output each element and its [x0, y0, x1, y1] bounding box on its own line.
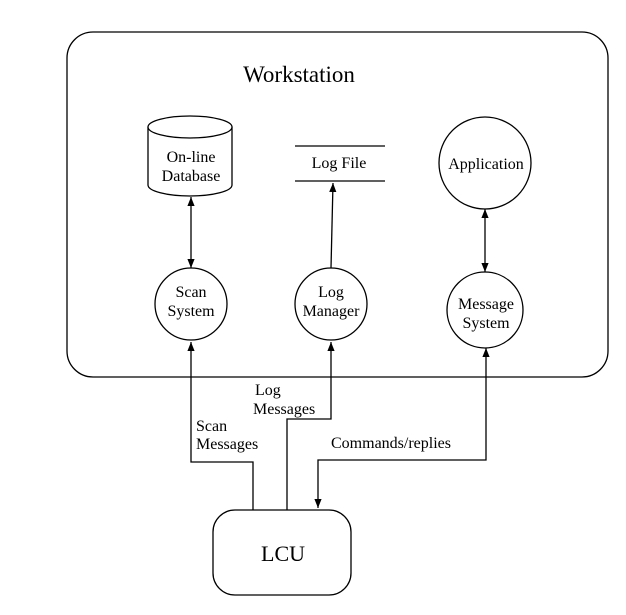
lcu-label: LCU — [261, 541, 305, 566]
log-manager-label-line1: Log — [318, 284, 344, 301]
scan-system-node: Scan System — [154, 267, 228, 341]
log-manager-label-line2: Manager — [303, 303, 361, 320]
lcu-node: LCU — [212, 509, 352, 596]
log-manager-node: Log Manager — [294, 267, 368, 341]
scan-system-label-line2: System — [167, 303, 215, 320]
commands-replies-path — [314, 348, 490, 508]
message-system-label-line2: System — [462, 315, 510, 332]
scan-system-label-line1: Scan — [175, 284, 206, 301]
application-node: Application — [438, 116, 532, 210]
commands-replies-label: Commands/replies — [331, 435, 451, 452]
application-label: Application — [448, 156, 524, 173]
scan-messages-path — [187, 342, 254, 510]
message-system-node: Message System — [446, 271, 524, 349]
log-file-label: Log File — [312, 155, 367, 172]
log-manager-to-log-file-arrow — [329, 182, 337, 269]
online-database-node: On-line Database — [147, 115, 233, 197]
workstation-title: Workstation — [243, 62, 355, 87]
log-messages-label-line2: Messages — [253, 401, 315, 418]
log-file-node: Log File — [295, 145, 385, 182]
scan-messages-label-line2: Messages — [196, 436, 258, 453]
online-database-label-line1: On-line — [167, 149, 216, 166]
scan-messages-label-line1: Scan — [196, 418, 227, 435]
message-system-label-line1: Message — [458, 296, 514, 313]
online-database-label-line2: Database — [162, 168, 221, 185]
log-messages-label-line1: Log — [255, 382, 281, 399]
